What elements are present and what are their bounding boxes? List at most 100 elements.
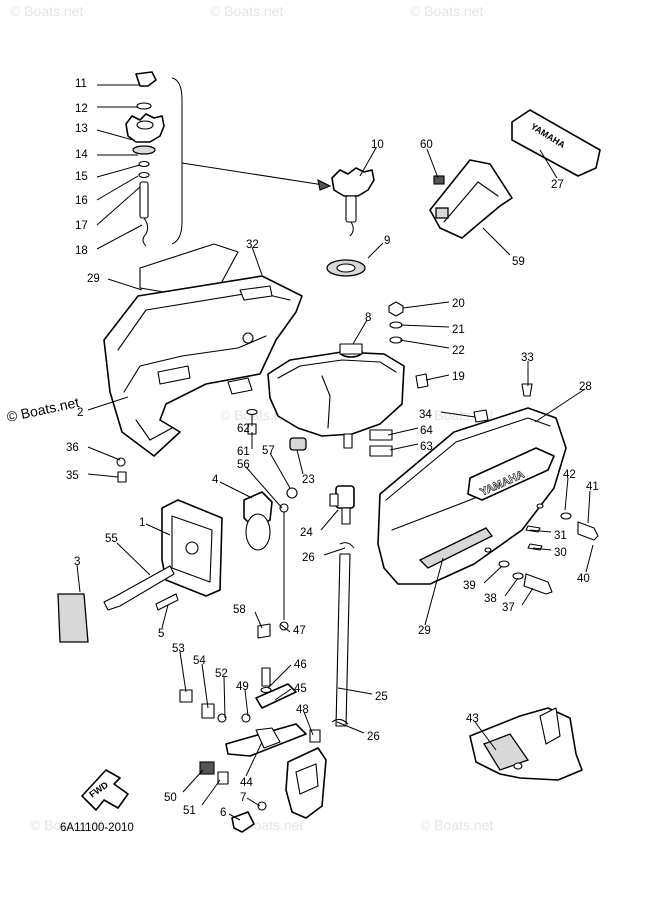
part-carburetor-detail xyxy=(295,763,319,795)
part-28-badge xyxy=(467,447,555,501)
callout-c19: 19 xyxy=(452,371,465,383)
part-52-washer xyxy=(217,713,227,723)
leader-line-c26b xyxy=(336,721,365,734)
callout-c45: 45 xyxy=(294,683,307,695)
part-8-tank-side xyxy=(321,375,331,429)
callout-c9: 9 xyxy=(384,235,390,247)
callout-c34: 34 xyxy=(419,409,432,421)
part-12-o-ring xyxy=(136,102,152,110)
part-46-screw xyxy=(261,667,271,687)
leader-line-c34 xyxy=(440,411,476,418)
leader-line-c23 xyxy=(296,449,304,475)
callout-c56: 56 xyxy=(237,459,250,471)
callout-c36: 36 xyxy=(66,442,79,454)
exploded-arrow-line xyxy=(181,162,331,187)
callout-c57: 57 xyxy=(262,445,275,457)
part-19-bolt xyxy=(415,373,429,389)
leader-line-c17 xyxy=(96,186,141,226)
leader-line-c13 xyxy=(96,129,134,141)
fuel-cap-exploded-group xyxy=(125,71,332,247)
part-28-cowl-stripe xyxy=(418,527,493,569)
leader-line-c25 xyxy=(337,687,373,695)
callout-c27: 27 xyxy=(551,179,564,191)
callout-c54: 54 xyxy=(193,655,206,667)
part-41-bolt xyxy=(577,521,599,541)
leader-line-c21 xyxy=(400,324,450,328)
callout-c31: 31 xyxy=(554,530,567,542)
part-10-cap xyxy=(331,167,375,197)
callout-c26b: 26 xyxy=(367,731,380,743)
leader-line-c1 xyxy=(145,523,171,536)
leader-line-c38 xyxy=(504,577,519,597)
part-24-valve-lever xyxy=(329,493,339,507)
part-32-cowling-left xyxy=(103,275,303,457)
watermark-faint-3: © Boats.net xyxy=(410,3,483,19)
callout-c22: 22 xyxy=(452,345,465,357)
leader-line-c9 xyxy=(367,242,384,259)
callout-c60: 60 xyxy=(420,139,433,151)
callout-c30: 30 xyxy=(554,547,567,559)
part-21-washer xyxy=(389,321,403,329)
part-8-fuel-tank xyxy=(267,343,405,449)
part-23-bracket xyxy=(289,437,307,451)
leader-line-c46 xyxy=(267,664,292,689)
leader-line-c63 xyxy=(389,443,419,451)
callout-c8: 8 xyxy=(365,312,371,324)
fwd-arrow-shape xyxy=(81,769,129,811)
carb-linkage-group xyxy=(179,667,327,833)
part-14-gasket xyxy=(132,145,156,155)
fwd-arrow: FWD xyxy=(81,769,129,811)
callout-c43: 43 xyxy=(466,713,479,725)
watermark-faint-2: © Boats.net xyxy=(210,3,283,19)
drawing-code: 6A11100-2010 xyxy=(60,822,134,834)
callout-c52: 52 xyxy=(215,668,228,680)
part-15-washer xyxy=(138,160,150,168)
part-24-valve-body xyxy=(335,485,355,509)
callout-c48: 48 xyxy=(296,704,309,716)
leader-line-c19 xyxy=(425,374,450,381)
tank-fasteners xyxy=(116,301,533,499)
leader-line-c52 xyxy=(223,676,226,719)
part-59-bracket-rib xyxy=(443,181,499,223)
leader-lines xyxy=(76,84,594,821)
part-43-bracket-group xyxy=(469,707,583,781)
leader-line-c10 xyxy=(359,147,377,177)
part-32-cowl-latch xyxy=(227,377,253,395)
callout-c17: 17 xyxy=(75,220,88,232)
callout-c51: 51 xyxy=(183,805,196,817)
callout-c49: 49 xyxy=(236,681,249,693)
leader-line-c5 xyxy=(161,604,169,629)
leader-line-c7 xyxy=(246,797,261,807)
callout-c37: 37 xyxy=(502,602,515,614)
leader-line-c2 xyxy=(87,396,129,411)
leader-line-c30 xyxy=(532,547,552,551)
part-4-loop xyxy=(245,513,271,551)
part-28-cowl-rim xyxy=(385,417,551,501)
leader-line-c15 xyxy=(96,164,141,178)
part-10-cord xyxy=(349,221,354,237)
watermark-pattern: © Boats.net © Boats.net © Boats.net © Bo… xyxy=(10,3,493,833)
part-62-washer xyxy=(246,408,258,416)
leader-line-c28 xyxy=(534,388,586,423)
leader-line-c50 xyxy=(182,769,204,793)
callout-c6: 6 xyxy=(220,807,226,819)
leader-line-c59 xyxy=(482,227,511,256)
part-26-clip-bottom xyxy=(331,718,349,725)
part-18-cord xyxy=(142,217,149,247)
part-64-label xyxy=(369,429,393,441)
leader-line-c35 xyxy=(87,473,119,478)
callout-c2: 2 xyxy=(77,407,83,419)
leader-line-c18 xyxy=(96,224,143,250)
part-53-screw xyxy=(179,689,193,703)
part-7-ring xyxy=(257,801,267,811)
watermark-faint-6: © Boats.net xyxy=(30,817,103,833)
part-6-knob xyxy=(231,811,255,833)
part-32-cowl-hole xyxy=(242,332,254,344)
part-39-washer xyxy=(498,560,510,568)
leader-line-c8 xyxy=(352,319,368,345)
callout-c10: 10 xyxy=(371,139,384,151)
part-27-pad-group: YAMAHA xyxy=(511,109,601,177)
part-38-washer xyxy=(512,572,524,580)
callout-c7: 7 xyxy=(240,792,246,804)
callout-c5: 5 xyxy=(158,628,164,640)
